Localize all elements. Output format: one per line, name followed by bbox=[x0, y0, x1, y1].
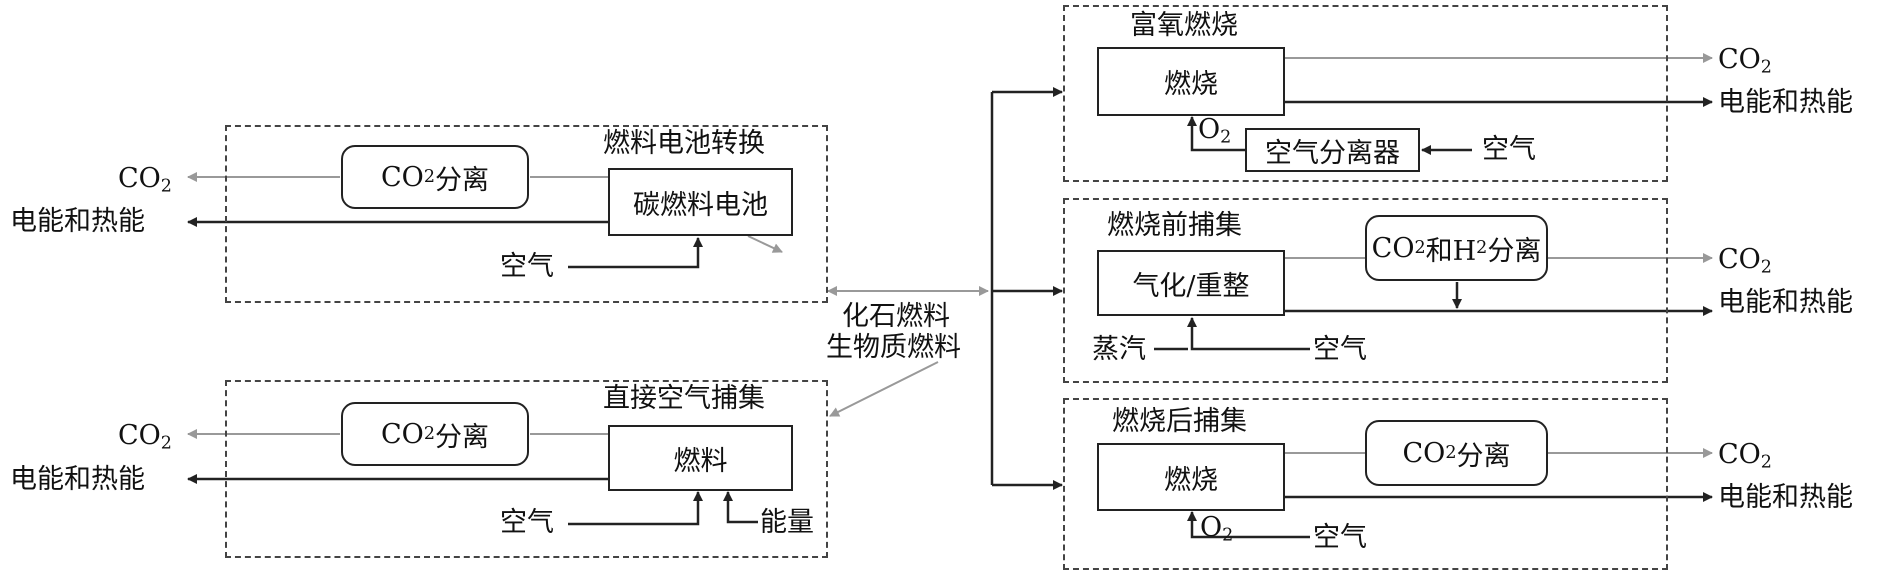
air-separator-box: 空气分离器 bbox=[1245, 128, 1420, 172]
oxy-energy-output: 电能和热能 bbox=[1718, 87, 1853, 118]
pre-energy-output: 电能和热能 bbox=[1718, 287, 1853, 318]
post-energy-output: 电能和热能 bbox=[1718, 482, 1853, 513]
carbon-fuel-cell-box: 碳燃料电池 bbox=[608, 168, 793, 236]
dac-air-line bbox=[568, 491, 703, 526]
dac-air-label: 空气 bbox=[500, 507, 554, 538]
fuel-cell-co2-output: CO2 bbox=[118, 163, 172, 197]
dac-fuel-box: 燃料 bbox=[608, 425, 793, 491]
pre-title: 燃烧前捕集 bbox=[1107, 210, 1242, 241]
oxy-air-label: 空气 bbox=[1482, 134, 1536, 165]
fuel-cell-energy-output: 电能和热能 bbox=[10, 206, 145, 237]
post-combustion-box: 燃烧 bbox=[1097, 443, 1285, 511]
post-air-line bbox=[1187, 511, 1310, 539]
biomass-fuel-label: 生物质燃料 bbox=[826, 332, 961, 363]
gasification-box: 气化/重整 bbox=[1097, 250, 1285, 316]
oxy-combustion-box: 燃烧 bbox=[1097, 47, 1285, 116]
dac-title: 直接空气捕集 bbox=[603, 383, 765, 414]
oxy-o2-line bbox=[1187, 116, 1245, 152]
fuel-cell-air-label: 空气 bbox=[500, 251, 554, 282]
fc-air-line bbox=[568, 237, 703, 269]
oxy-title: 富氧燃烧 bbox=[1130, 10, 1238, 41]
fuel-cell-title: 燃料电池转换 bbox=[603, 128, 765, 159]
link-dac bbox=[829, 361, 939, 417]
pre-steam-label: 蒸汽 bbox=[1092, 334, 1146, 365]
post-title: 燃烧后捕集 bbox=[1112, 406, 1247, 437]
pre-air-line bbox=[1187, 317, 1310, 351]
post-co2-output: CO2 bbox=[1718, 439, 1772, 473]
oxy-co2-output: CO2 bbox=[1718, 44, 1772, 78]
post-o2-label: O2 bbox=[1200, 512, 1234, 546]
pre-air-label: 空气 bbox=[1313, 334, 1367, 365]
group-direct-air-capture bbox=[225, 380, 828, 558]
pre-co2-output: CO2 bbox=[1718, 244, 1772, 278]
dac-energy-input-label: 能量 bbox=[760, 507, 814, 538]
group-pre-combustion bbox=[1063, 198, 1668, 383]
dac-energy-output: 电能和热能 bbox=[10, 464, 145, 495]
dac-co2-output: CO2 bbox=[118, 420, 172, 454]
oxy-o2-label: O2 bbox=[1198, 114, 1232, 148]
group-oxy-fuel bbox=[1063, 5, 1668, 182]
post-air-label: 空气 bbox=[1313, 522, 1367, 553]
dac-energy-in-line bbox=[723, 491, 758, 524]
group-fuel-cell bbox=[225, 125, 828, 303]
fc-exhaust bbox=[747, 235, 783, 253]
group-post-combustion bbox=[1063, 398, 1668, 570]
fossil-fuel-label: 化石燃料 bbox=[842, 301, 950, 332]
